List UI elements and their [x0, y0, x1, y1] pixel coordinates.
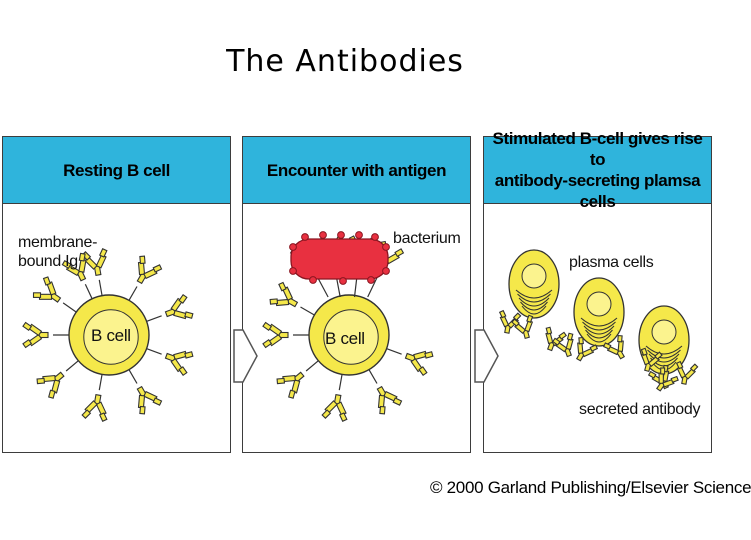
panel-stimulated-b-cell: Stimulated B-cell gives rise to antibody… — [483, 129, 712, 453]
secreted-antibody-icon — [640, 347, 663, 373]
encounter-antigen-illustration — [262, 231, 434, 422]
membrane-antibody-icon — [81, 394, 108, 422]
membrane-antibody-icon — [276, 371, 305, 399]
receptor-stalk — [305, 358, 321, 372]
receptor-stalk — [367, 367, 378, 384]
arrow-icon-1 — [233, 329, 258, 383]
membrane-antibody-icon — [36, 371, 65, 399]
copyright-notice: © 2000 Garland Publishing/Elsevier Scien… — [430, 478, 751, 497]
arrow-icon-2 — [474, 329, 499, 383]
panel-encounter-antigen: Encounter with antigen bacterium B cell — [242, 136, 471, 453]
plasma-cells-illustration — [498, 249, 699, 392]
receptor-stalk — [300, 306, 317, 317]
receptor-stalk — [62, 302, 79, 314]
panel-header: Resting B cell — [3, 137, 230, 204]
receptor-stalk — [98, 372, 103, 391]
panel-header: Stimulated B-cell gives rise to antibody… — [484, 129, 711, 211]
secreted-antibody-icon — [675, 360, 699, 385]
receptor-stalk — [98, 279, 103, 298]
plasma-cell-icon — [638, 305, 690, 375]
membrane-antibody-icon — [164, 293, 194, 320]
plasma-cell-icon — [508, 249, 560, 319]
membrane-antibody-icon — [262, 321, 289, 349]
membrane-antibody-icon — [22, 321, 49, 349]
secreted-antibody-icon — [602, 334, 626, 360]
membrane-antibody-icon — [321, 394, 348, 422]
membrane-antibody-icon — [61, 252, 87, 282]
bacterium-icon — [289, 231, 390, 285]
membrane-antibody-icon — [32, 276, 62, 303]
b-cell-nucleus — [83, 309, 139, 365]
b-cell-label: B cell — [325, 329, 365, 348]
membrane-antibody-icon — [404, 350, 434, 377]
membrane-antibody-icon — [136, 255, 163, 285]
plasma-cells-label: plasma cells — [569, 254, 654, 271]
membrane-antibody-icon — [81, 248, 108, 276]
secreted-antibody-icon — [575, 336, 599, 362]
receptor-stalk — [384, 347, 402, 355]
page-title: The Antibodies — [226, 44, 464, 79]
resting-b-cell-illustration — [22, 248, 194, 422]
receptor-stalk — [65, 358, 81, 372]
secreted-antibody-label: secreted antibody — [579, 401, 701, 418]
plasma-cell-icon — [573, 277, 625, 347]
panel-resting-b-cell: Resting B cell membrane- bound Ig B cell — [2, 136, 231, 453]
membrane-antibody-icon — [376, 385, 403, 415]
receptor-stalk — [84, 283, 94, 301]
receptor-stalk — [127, 286, 138, 303]
receptor-stalk — [127, 367, 138, 384]
membrane-antibody-icon — [136, 385, 163, 415]
b-cell-nucleus — [323, 309, 379, 365]
membrane-antibody-icon — [164, 350, 194, 377]
membrane-bound-ig-label: membrane- bound Ig — [18, 234, 98, 270]
bacterium-label: bacterium — [393, 230, 461, 247]
receptor-stalk — [144, 347, 162, 355]
b-cell-label: B cell — [91, 326, 131, 345]
secreted-antibody-icon — [511, 314, 534, 340]
panel-header: Encounter with antigen — [243, 137, 470, 204]
receptor-stalk — [338, 372, 343, 391]
receptor-stalk — [144, 315, 162, 323]
secreted-antibody-icon — [552, 332, 574, 358]
membrane-antibody-icon — [269, 281, 299, 308]
secreted-antibody-icon — [656, 367, 679, 392]
